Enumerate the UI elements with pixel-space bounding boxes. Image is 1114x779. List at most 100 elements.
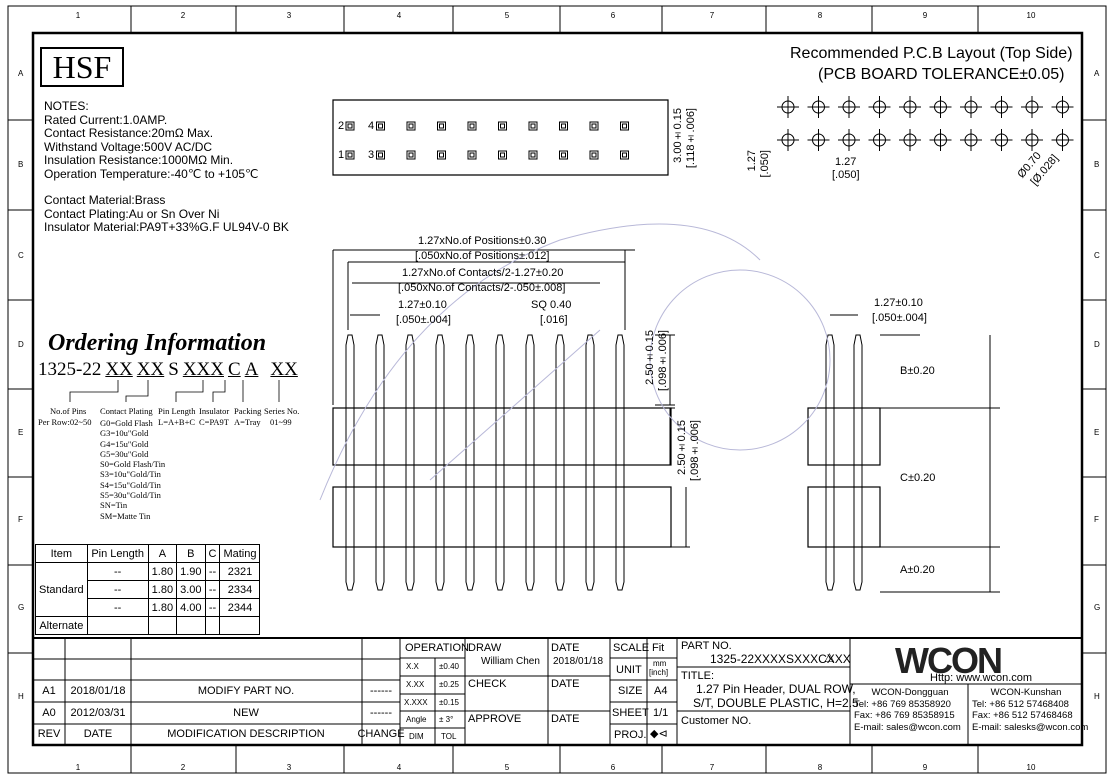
- hsf-logo: HSF: [40, 47, 124, 87]
- pcb-title: Recommended P.C.B Layout (Top Side): [790, 45, 1073, 62]
- dim: [.098±.006]: [689, 420, 701, 481]
- field-label: Insulator: [199, 406, 230, 416]
- tol-dim: DIM: [409, 732, 424, 741]
- grid-column-label: 10: [1026, 11, 1036, 20]
- field-label: Contact Plating: [100, 406, 153, 416]
- code-seg: XX: [105, 359, 133, 380]
- grid-row-label: H: [18, 692, 24, 701]
- code-seg: XXX: [182, 359, 224, 380]
- dim: SQ 0.40: [531, 299, 572, 311]
- dim: 2.50±0.15: [644, 330, 656, 385]
- field-value: A=Tray: [234, 417, 261, 427]
- contact-square: [589, 121, 599, 131]
- th: C: [204, 544, 221, 563]
- dim: 3.00±0.15: [672, 108, 684, 163]
- td: 2334: [219, 580, 261, 599]
- th: Mating: [219, 544, 261, 563]
- size-label: SIZE: [618, 685, 643, 697]
- dim: [.098±.006]: [657, 330, 669, 391]
- projection-symbol-icon: ◆⊲: [650, 728, 668, 740]
- option: S0=Gold Flash/Tin: [100, 459, 166, 470]
- grid-row-label: B: [1094, 160, 1100, 169]
- grid-column-label: 5: [504, 763, 510, 772]
- proj-label: PROJ.: [614, 729, 647, 741]
- dim: 1.27xNo.of Contacts/2-1.27±0.20: [402, 267, 564, 279]
- office-tel: Tel: +86 769 85358920: [854, 698, 951, 710]
- dim: 1.27: [746, 150, 758, 172]
- td: 1.90: [176, 562, 206, 581]
- contact-square: [498, 121, 507, 131]
- rev-header: REV: [37, 728, 61, 740]
- th: B: [176, 544, 206, 563]
- contact-square: [620, 150, 629, 160]
- unit-label: UNIT: [616, 664, 642, 676]
- td: Standard: [35, 562, 88, 617]
- check-label: CHECK: [468, 678, 507, 690]
- draw-label: DRAW: [468, 642, 502, 654]
- dim: [.050xNo.of Contacts/2-.050±.008]: [398, 282, 566, 294]
- code-seg: XX: [136, 359, 165, 380]
- dim: [.050]: [759, 150, 771, 178]
- size-value: A4: [654, 685, 668, 697]
- contact-square-inner: [378, 152, 383, 158]
- office-name: WCON-Dongguan: [871, 687, 949, 698]
- contact-square-inner: [500, 123, 505, 129]
- side-pin: [825, 334, 835, 591]
- note: Rated Current:1.0AMP.: [44, 112, 168, 127]
- grid-column-label: 2: [180, 11, 186, 20]
- pin: [435, 334, 445, 591]
- rev: A1: [42, 685, 56, 697]
- rev: A0: [42, 707, 56, 719]
- td: --: [204, 562, 221, 581]
- contact-square-inner: [347, 123, 353, 129]
- td: 3.00: [176, 580, 206, 599]
- contact-square-inner: [591, 123, 597, 129]
- grid-row-label: E: [18, 428, 24, 437]
- th: A: [147, 544, 178, 563]
- tol: TOL: [441, 732, 457, 741]
- note: Insulator Material:PA9T+33%G.F UL94V-0 B…: [44, 220, 289, 234]
- dim: 1.27: [835, 156, 857, 168]
- code-seg: XX: [270, 359, 298, 380]
- code-seg: A: [244, 359, 259, 380]
- dim: 1.27±0.10: [874, 297, 923, 309]
- grid-column-label: 2: [180, 763, 186, 772]
- pin: [465, 334, 475, 591]
- td: --: [204, 598, 221, 617]
- side-pin: [853, 334, 863, 591]
- approve-label: APPROVE: [468, 713, 522, 725]
- contact-square-inner: [622, 152, 627, 158]
- rev-change: ------: [370, 685, 392, 697]
- option: S3=10u"Gold/Tin: [100, 469, 161, 480]
- option: SM=Matte Tin: [100, 510, 151, 521]
- note: Contact Material:Brass: [44, 193, 166, 207]
- grid-row-label: D: [18, 340, 24, 349]
- grid-row-label: C: [1094, 251, 1100, 260]
- option: SN=Tin: [100, 500, 128, 511]
- code-seg: S: [168, 359, 179, 380]
- grid-column-label: 10: [1026, 763, 1036, 772]
- grid-column-label: 8: [817, 763, 823, 772]
- contact-square-inner: [622, 123, 627, 129]
- rev-header: DATE: [83, 728, 113, 740]
- contact-square: [345, 121, 355, 131]
- note: Withstand Voltage:500V AC/DC: [44, 139, 213, 154]
- note: Operation Temperature:-40℃ to +105℃: [44, 166, 259, 181]
- grid-column-label: 4: [396, 763, 402, 772]
- sheet-value: 1/1: [653, 707, 669, 719]
- th: Pin Length: [86, 544, 149, 563]
- tol: ± 3°: [439, 715, 454, 724]
- option: G3=10u"Gold: [100, 428, 149, 439]
- pin: [405, 334, 415, 591]
- contact-square-inner: [439, 123, 444, 129]
- td: --: [204, 580, 221, 599]
- title-line: 1.27 Pin Header, DUAL ROW,: [696, 682, 856, 696]
- tol-dim: X.X: [406, 662, 419, 671]
- option: G5=30u"Gold: [100, 448, 149, 459]
- dim: B±0.20: [900, 365, 935, 377]
- office-fax: Fax: +86 512 57468468: [972, 710, 1073, 721]
- td: 2321: [219, 562, 261, 581]
- warning-icon: ⚠: [824, 651, 835, 665]
- contact-square: [498, 150, 507, 160]
